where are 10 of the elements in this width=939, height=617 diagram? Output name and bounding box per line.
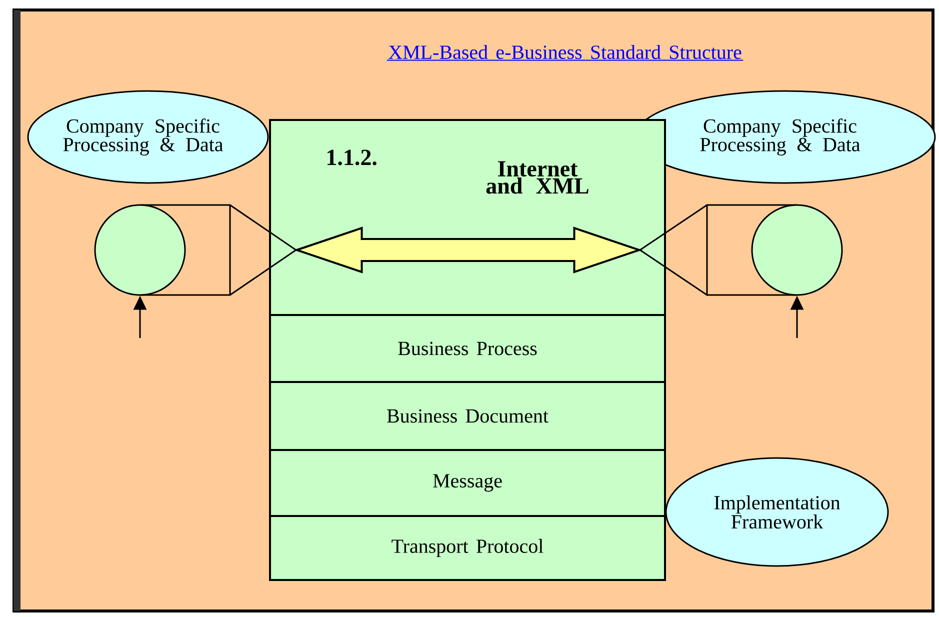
layer-box: Message xyxy=(269,449,666,517)
circle-funnel-drawing xyxy=(94,204,298,296)
circle-funnel-drawing xyxy=(638,204,843,296)
layer-box: Business Process xyxy=(269,314,666,383)
layer-box: Business Document xyxy=(269,381,666,451)
ellipse-box: Implementation Framework xyxy=(665,457,889,567)
layer-box: Transport Protocol xyxy=(269,515,666,581)
ellipse-box: Company Specific Processing & Data xyxy=(634,90,936,184)
ellipse-box: Company Specific Processing & Data xyxy=(27,90,269,184)
title: XML-Based e-Business Standard Structure xyxy=(386,44,744,61)
